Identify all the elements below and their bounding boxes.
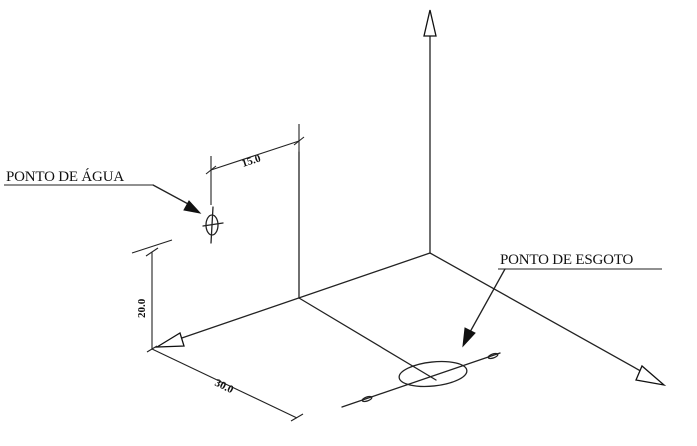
- water-point-leader-arrowhead-icon: [183, 200, 202, 214]
- dim-depth-value: 30.0: [213, 377, 236, 396]
- ellipse-pipe-icon: [341, 352, 501, 408]
- dim-height-tick-top: [145, 247, 159, 257]
- dim-width-tick-right: [293, 136, 305, 146]
- dimension-height: 20.0: [131, 239, 173, 349]
- right-axis: [429, 252, 647, 375]
- left-axis-arrowhead-icon: [154, 332, 185, 348]
- dimension-depth: 30.0: [146, 345, 304, 422]
- dim-height-ext-top: [131, 239, 173, 254]
- water-point-label: PONTO DE ÁGUA: [6, 168, 124, 185]
- offset-lines: [298, 151, 437, 381]
- dim-height-value: 20.0: [136, 298, 148, 318]
- circle-crosshair-icon: [202, 206, 224, 244]
- sewage-point-leader: [469, 268, 506, 333]
- dim-width-tick-left: [205, 165, 217, 175]
- sewage-point-leader-arrowhead-icon: [462, 327, 476, 348]
- left-axis: [175, 252, 431, 341]
- axes: [154, 9, 667, 387]
- dim-width-value: 15.0: [240, 152, 262, 170]
- dim-width-line: [210, 140, 300, 171]
- dim-depth-line: [151, 348, 298, 419]
- right-axis-arrowhead-icon: [635, 364, 667, 387]
- dim-depth-tick-left: [146, 345, 158, 353]
- sewage-point-label: PONTO DE ESGOTO: [500, 252, 633, 268]
- dimension-width: 15.0: [205, 124, 305, 205]
- vertical-axis-arrowhead-icon: [423, 9, 437, 37]
- sewage-point: PONTO DE ESGOTO: [341, 252, 662, 408]
- water-point: PONTO DE ÁGUA: [4, 168, 224, 244]
- water-point-leader: [152, 184, 191, 206]
- dim-depth-tick-right: [290, 413, 304, 422]
- sewage-branch-line: [298, 297, 437, 381]
